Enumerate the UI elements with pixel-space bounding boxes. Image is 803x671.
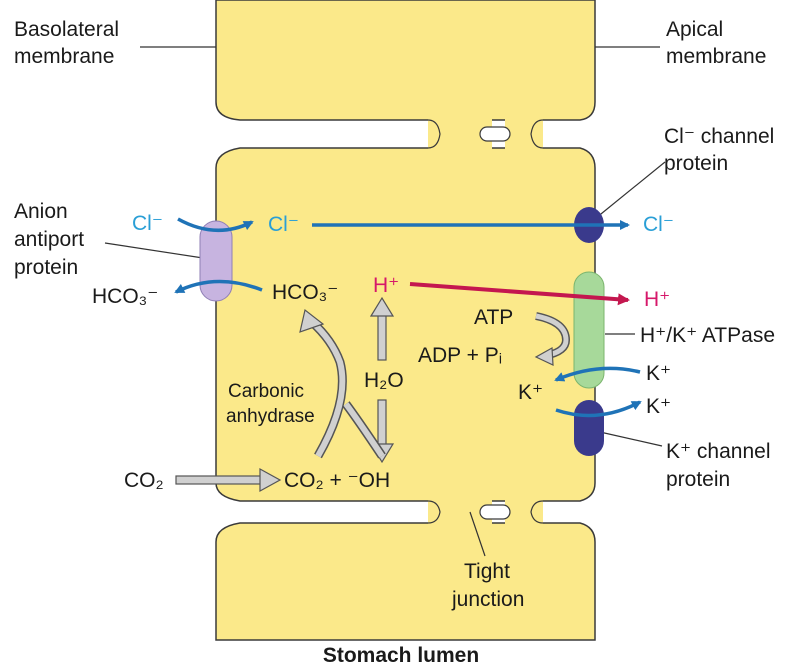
basolateral-label-line1: Basolateral bbox=[14, 18, 119, 41]
k-in-label: K⁺ bbox=[518, 381, 543, 404]
atp-hydrolysis-arrow bbox=[534, 312, 571, 366]
carbonic-anhydrase-label-line2: anhydrase bbox=[226, 406, 315, 427]
anion-antiport-protein bbox=[199, 220, 233, 302]
co2-entry-arrow bbox=[175, 467, 282, 493]
co2-oh-label: CO₂ + ⁻OH bbox=[284, 469, 390, 492]
apical-label-line2: membrane bbox=[666, 45, 766, 68]
cl-channel-label-line1: Cl⁻ channel bbox=[664, 125, 774, 148]
cl-antiport-arrow bbox=[177, 217, 254, 233]
anion-label-line3: protein bbox=[14, 256, 78, 279]
tight-junction-top bbox=[427, 116, 544, 152]
carbonic-anhydrase-arrow bbox=[299, 308, 386, 459]
h2o-label: H₂O bbox=[364, 369, 404, 392]
k-out-label-2: K⁺ bbox=[646, 395, 671, 418]
h-transport-arrow bbox=[409, 282, 630, 306]
anion-label-line1: Anion bbox=[14, 200, 68, 223]
cl-mid-label: Cl⁻ bbox=[268, 213, 299, 236]
cell-top bbox=[215, 0, 596, 121]
stomach-lumen-label: Stomach lumen bbox=[323, 644, 479, 667]
h2o-up-arrow bbox=[369, 296, 395, 361]
hco3-antiport-arrow bbox=[174, 279, 263, 294]
k-channel-label-line1: K⁺ channel bbox=[666, 440, 771, 463]
k-atpase-arrow bbox=[554, 366, 641, 382]
h-in-label: H⁺ bbox=[373, 274, 399, 297]
k-out-label-1: K⁺ bbox=[646, 362, 671, 385]
tight-junction-leader bbox=[469, 511, 486, 557]
hk-atpase-label: H⁺/K⁺ ATPase bbox=[640, 324, 775, 347]
apical-label-line1: Apical bbox=[666, 18, 723, 41]
cl-out-label: Cl⁻ bbox=[643, 213, 674, 236]
adp-pi-label: ADP + Pᵢ bbox=[418, 344, 502, 367]
basolateral-label-line2: membrane bbox=[14, 45, 114, 68]
cl-channel-leader bbox=[595, 161, 666, 219]
cl-channel-label-line2: protein bbox=[664, 152, 728, 175]
cl-in-label: Cl⁻ bbox=[132, 212, 163, 235]
hk-atpase-protein bbox=[573, 271, 605, 389]
cell-bottom bbox=[215, 522, 596, 641]
k-channel-arrow bbox=[555, 400, 642, 418]
atp-label: ATP bbox=[474, 306, 513, 329]
cell-middle bbox=[215, 147, 596, 502]
carbonic-anhydrase-label-line1: Carbonic bbox=[228, 381, 304, 402]
tight-junction-bottom bbox=[427, 497, 544, 527]
k-channel-leader bbox=[599, 431, 663, 447]
tight-junction-label-line2: junction bbox=[451, 588, 524, 611]
k-channel-protein bbox=[574, 400, 604, 456]
tight-junction-label-line1: Tight bbox=[464, 560, 510, 583]
co2-left-label: CO₂ bbox=[124, 469, 164, 492]
anion-leader bbox=[104, 242, 204, 259]
hco3-in-label: HCO₃⁻ bbox=[272, 281, 338, 304]
k-channel-label-line2: protein bbox=[666, 468, 730, 491]
hco3-out-label: HCO₃⁻ bbox=[92, 285, 158, 308]
h-out-label: H⁺ bbox=[644, 288, 670, 311]
anion-label-line2: antiport bbox=[14, 228, 84, 251]
